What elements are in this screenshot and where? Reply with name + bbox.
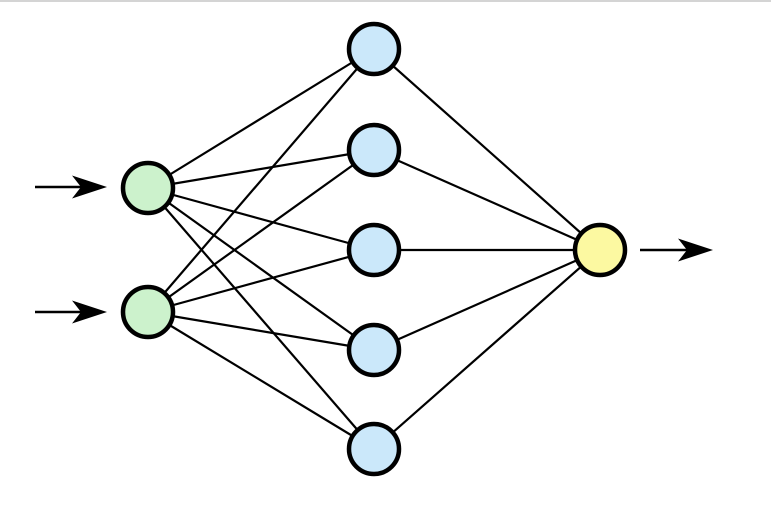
edge-i2-h2 bbox=[147, 149, 375, 313]
edge-i1-h1 bbox=[147, 48, 375, 189]
edge-i2-h4 bbox=[147, 310, 375, 352]
input-arrow-2-head bbox=[72, 300, 107, 324]
edge-i1-h5 bbox=[147, 187, 375, 450]
input-arrow-1-head bbox=[72, 175, 107, 199]
hidden-node-2 bbox=[346, 122, 402, 178]
edge-i1-h3 bbox=[147, 186, 375, 252]
input-node-1 bbox=[120, 160, 176, 216]
edge-i2-h5 bbox=[147, 311, 375, 450]
hidden-node-3 bbox=[346, 222, 402, 278]
edge-h5-o1 bbox=[373, 249, 601, 450]
output-arrow-head bbox=[678, 238, 713, 262]
input-node-2 bbox=[120, 284, 176, 340]
edge-i1-h2 bbox=[147, 148, 375, 190]
edge-i2-h1 bbox=[147, 48, 375, 313]
hidden-node-5 bbox=[346, 421, 402, 477]
edge-i2-h3 bbox=[147, 248, 375, 314]
hidden-node-4 bbox=[346, 322, 402, 378]
hidden-node-1 bbox=[346, 21, 402, 77]
edge-h1-o1 bbox=[373, 48, 601, 251]
edge-h2-o1 bbox=[373, 148, 601, 252]
output-node-1 bbox=[572, 222, 628, 278]
window-top-edge bbox=[0, 0, 771, 2]
edge-i1-h4 bbox=[147, 187, 375, 351]
edge-h4-o1 bbox=[373, 248, 601, 352]
